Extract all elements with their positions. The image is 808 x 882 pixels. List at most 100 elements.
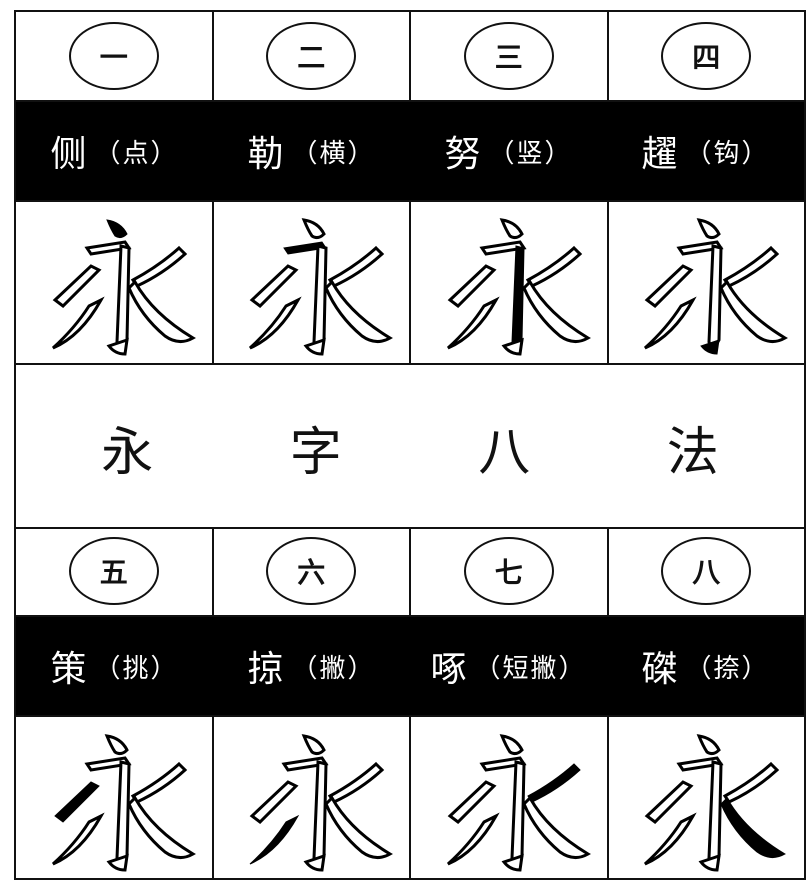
stroke-rightfall [324,795,394,859]
yong-character-4 [609,202,805,363]
stroke-name: 勒 [247,134,286,175]
stroke-leftfall [51,295,105,349]
stroke-vertical [115,243,131,353]
number-cell-5: 五 [16,527,214,615]
stroke-rise [447,263,497,308]
yong-character-5 [16,717,214,880]
number-badge: 二 [266,22,357,90]
stroke-shortleftfall [723,761,780,804]
stroke-name: 努 [444,134,483,175]
stroke-rise [52,263,102,308]
stroke-rightfall [719,279,789,343]
stroke-alias: （挑） [94,653,179,684]
yong-glyph [249,217,394,356]
title-band: 永 字 八 法 [16,367,804,529]
stroke-dot [696,217,722,239]
number-cell-3: 三 [411,12,609,100]
stroke-rise [644,263,694,308]
stroke-hook [700,338,720,355]
page-title: 永 字 八 法 [101,422,779,483]
stroke-name: 趯 [641,134,680,175]
bottom-number-row: 五 六 七 八 [16,527,804,617]
stroke-label-1: 侧（点） [16,102,213,200]
number-badge: 八 [661,537,752,605]
number-badge: 四 [661,22,752,90]
number-cell-1: 一 [16,12,214,100]
bottom-character-row [16,715,804,880]
yong-glyph [249,733,394,872]
stroke-shortleftfall [525,245,582,288]
number-badge: 六 [266,537,357,605]
stroke-label-5: 策（挑） [16,617,213,715]
top-character-row [16,200,804,365]
stroke-name: 侧 [50,134,89,175]
stroke-leftfall [51,811,105,865]
stroke-name: 策 [50,649,89,690]
stroke-label-3: 努（竖） [410,102,607,200]
number-badge: 五 [68,537,159,605]
stroke-dot [696,733,722,755]
stroke-leftfall [644,295,697,349]
stroke-hook [106,853,129,872]
stroke-shortleftfall [527,762,581,803]
stroke-dot [301,217,327,239]
yong-glyph [446,217,591,356]
stroke-alias: （短撇） [474,653,587,684]
yong-glyph [51,218,196,356]
stroke-vertical [707,759,723,869]
stroke-alias: （钩） [685,138,770,169]
stroke-alias: （点） [94,138,179,169]
stroke-rightfall [720,796,787,858]
stroke-hook [303,853,327,872]
stroke-hook [106,337,129,356]
number-badge: 三 [463,22,554,90]
stroke-vertical [707,243,723,353]
yong-character-6 [214,717,411,880]
stroke-name: 啄 [430,649,469,690]
yong-glyph [644,733,787,872]
stroke-shortleftfall [328,761,385,804]
stroke-alias: （撇） [291,653,376,684]
yong-character-2 [214,202,411,363]
top-number-row: 一 二 三 四 [16,12,804,102]
stroke-rise [644,779,694,824]
stroke-name: 掠 [247,649,286,690]
yong-glyph [644,217,789,355]
number-cell-4: 四 [609,12,805,100]
stroke-vertical [312,243,328,353]
stroke-vertical [511,244,525,351]
stroke-alias: （横） [291,138,376,169]
stroke-shortleftfall [328,245,385,288]
stroke-label-7: 啄（短撇） [410,617,607,715]
number-badge: 一 [68,22,159,90]
stroke-leftfall [446,295,500,349]
stroke-leftfall [249,814,300,864]
stroke-vertical [115,759,131,869]
stroke-dot [499,217,524,239]
yong-glyph [51,733,196,872]
stroke-hook [501,337,524,356]
stroke-rightfall [521,279,591,343]
stroke-dot [105,218,128,238]
stroke-hook [303,337,327,356]
stroke-vertical [312,759,328,869]
number-cell-6: 六 [214,527,411,615]
stroke-leftfall [249,295,302,349]
stroke-alias: （竖） [488,138,573,169]
stroke-dot [499,733,524,755]
stroke-rightfall [521,795,591,859]
stroke-label-6: 掠（撇） [213,617,410,715]
stroke-shortleftfall [723,245,780,288]
number-cell-7: 七 [411,527,609,615]
stroke-dot [301,733,327,755]
top-label-row: 侧（点） 勒（横） 努（竖） 趯（钩） [16,102,804,200]
stroke-rise [53,780,100,823]
stroke-hook [501,853,524,872]
stroke-rightfall [126,279,196,343]
stroke-dot [104,733,129,755]
bottom-label-row: 策（挑） 掠（撇） 啄（短撇） 磔（捺） [16,617,804,715]
stroke-shortleftfall [130,245,187,288]
stroke-rise [249,263,299,308]
calligraphy-plate: 一 二 三 四 侧（点） 勒（横） 努（竖） 趯（钩） 永 字 八 法 五 六 … [14,10,806,880]
stroke-rightfall [126,795,196,859]
